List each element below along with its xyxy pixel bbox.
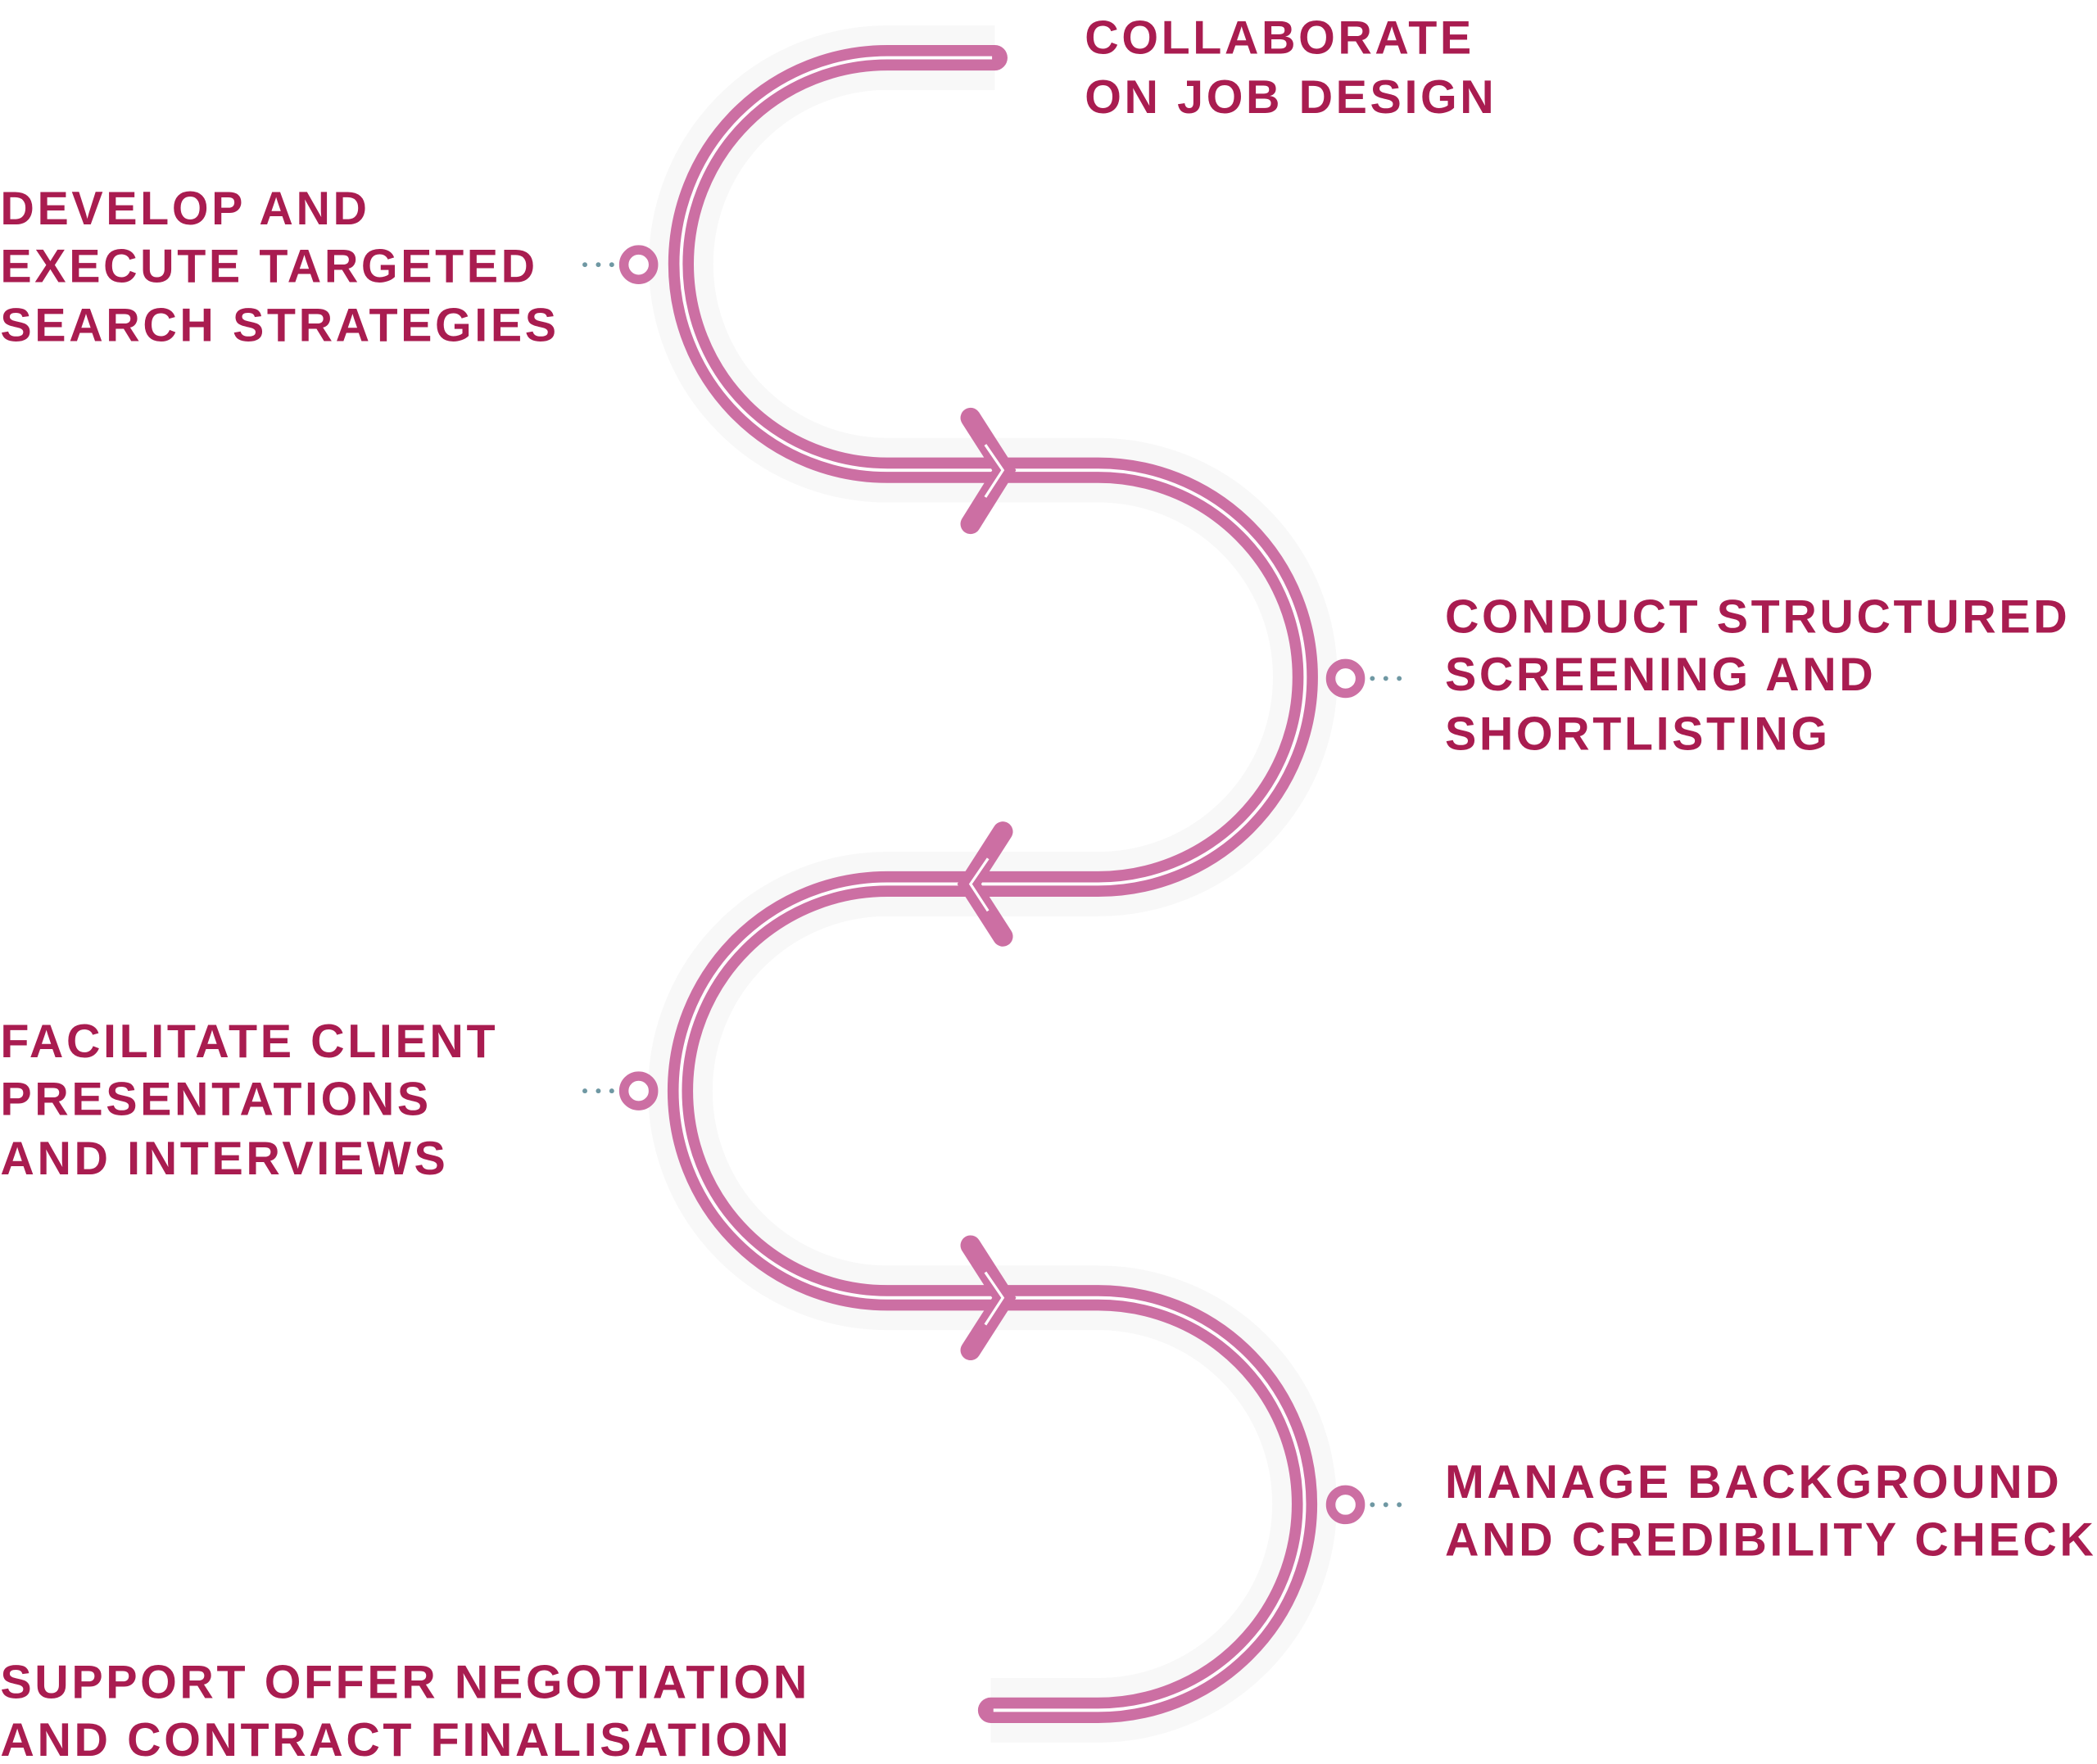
step-5-line-1: MANAGE BACKGROUND bbox=[1445, 1456, 2062, 1508]
step-3-line-3: SHORTLISTING bbox=[1445, 708, 1831, 760]
step-label-6: SUPPORT OFFER NEGOTIATION AND CONTRACT F… bbox=[0, 1657, 810, 1764]
step-5-line-2: AND CREDIBILITY CHECKS bbox=[1445, 1514, 2097, 1567]
step-1-line-1: COLLABORATE bbox=[1085, 12, 1474, 65]
arrow-left-icon bbox=[957, 821, 1013, 947]
step-4-line-1: FACILITATE CLIENT bbox=[0, 1015, 498, 1068]
connector-step-5 bbox=[1325, 1485, 1402, 1525]
step-3-line-1: CONDUCT STRUCTURED bbox=[1445, 591, 2070, 644]
arrow-right-icon bbox=[960, 407, 1017, 535]
step-label-2: DEVELOP AND EXECUTE TARGETED SEARCH STRA… bbox=[0, 183, 559, 352]
step-label-3: CONDUCT STRUCTURED SCREENING AND SHORTLI… bbox=[1445, 591, 2070, 761]
connector-step-4 bbox=[582, 1071, 659, 1110]
winding-path-inner-line bbox=[678, 56, 1307, 1712]
step-4-line-3: AND INTERVIEWS bbox=[0, 1133, 448, 1185]
step-2-line-1: DEVELOP AND bbox=[0, 183, 369, 235]
step-3-line-2: SCREENING AND bbox=[1445, 649, 1876, 701]
step-2-line-2: EXECUTE TARGETED bbox=[0, 241, 537, 293]
arrow-right-icon bbox=[960, 1235, 1017, 1361]
connector-step-2 bbox=[582, 245, 659, 284]
step-2-line-3: SEARCH STRATEGIES bbox=[0, 300, 559, 352]
step-label-5: MANAGE BACKGROUND AND CREDIBILITY CHECKS bbox=[1445, 1456, 2097, 1567]
step-6-line-1: SUPPORT OFFER NEGOTIATION bbox=[0, 1657, 810, 1709]
step-6-line-2: AND CONTRACT FINALISATION bbox=[0, 1714, 791, 1764]
step-1-line-2: ON JOB DESIGN bbox=[1085, 71, 1497, 124]
connector-step-3 bbox=[1325, 658, 1402, 699]
step-label-4: FACILITATE CLIENT PRESENTATIONS AND INTE… bbox=[0, 1015, 498, 1185]
step-4-line-2: PRESENTATIONS bbox=[0, 1074, 431, 1126]
step-label-1: COLLABORATE ON JOB DESIGN bbox=[1085, 12, 1497, 124]
